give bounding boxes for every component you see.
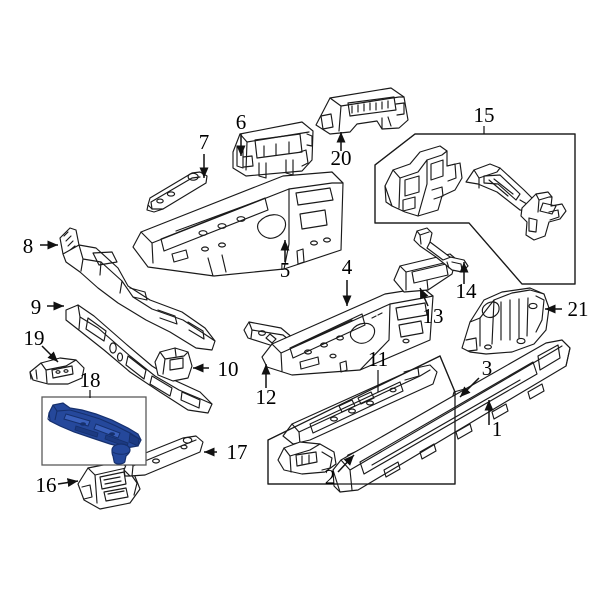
part-11-rocker-end-bracket (277, 441, 337, 475)
callout-label-11: 11 (368, 347, 388, 371)
leader-3 (459, 377, 480, 398)
part-21-rear-underbody-cover (461, 287, 550, 355)
callout-label-8: 8 (23, 234, 34, 258)
callout-label-13: 13 (423, 304, 444, 328)
part-9-floor-side-rail-left (65, 304, 213, 414)
leader-19 (41, 345, 59, 363)
leader-2 (337, 454, 355, 473)
callout-label-1: 1 (492, 417, 503, 441)
callout-label-15: 15 (474, 103, 495, 127)
part-20-rear-floor-extension-panel (315, 87, 409, 135)
callout-label-3: 3 (482, 356, 493, 380)
part-18-floor-side-member-left-highlighted (47, 402, 142, 465)
callout-label-12: 12 (256, 385, 277, 409)
callout-label-17: 17 (227, 440, 248, 464)
part-5-floor-pan-front (132, 171, 344, 277)
callout-label-2: 2 (325, 465, 336, 489)
callout-label-10: 10 (218, 357, 239, 381)
part-4-floor-pan-center-right (261, 287, 434, 376)
callout-label-20: 20 (331, 146, 352, 170)
callout-label-19: 19 (24, 326, 45, 350)
part-15-frame-rail-small (520, 191, 567, 241)
callout-label-4: 4 (342, 255, 353, 279)
callout-leader-lines (40, 126, 562, 488)
callout-label-16: 16 (36, 473, 57, 497)
part-14-tie-rod-brace (413, 227, 469, 273)
part-10-small-floor-bracket (154, 347, 193, 382)
callout-label-6: 6 (236, 110, 247, 134)
part-7-floor-brace-bar (146, 171, 208, 213)
callout-box-11 (267, 355, 456, 485)
callout-label-18: 18 (80, 368, 101, 392)
callout-box-15 (374, 133, 576, 285)
part-8-9-floor-side-rail-assembly (62, 244, 216, 351)
part-19-mounting-bracket-small (29, 357, 85, 385)
callout-label-5: 5 (280, 258, 291, 282)
part-1-rocker-panel-outer-right (332, 339, 571, 493)
callout-number-group: 1 2 3 4 5 6 7 8 9 10 11 12 13 14 15 16 1… (23, 103, 589, 497)
callout-label-21: 21 (568, 297, 589, 321)
callout-label-14: 14 (456, 279, 478, 303)
callout-label-9: 9 (31, 295, 42, 319)
leader-13 (419, 287, 429, 307)
callout-box-18-highlighted (41, 396, 147, 466)
leader-16 (57, 478, 79, 488)
callout-label-7: 7 (199, 130, 210, 154)
box-15-frame-rail-assembly-set (374, 133, 576, 285)
